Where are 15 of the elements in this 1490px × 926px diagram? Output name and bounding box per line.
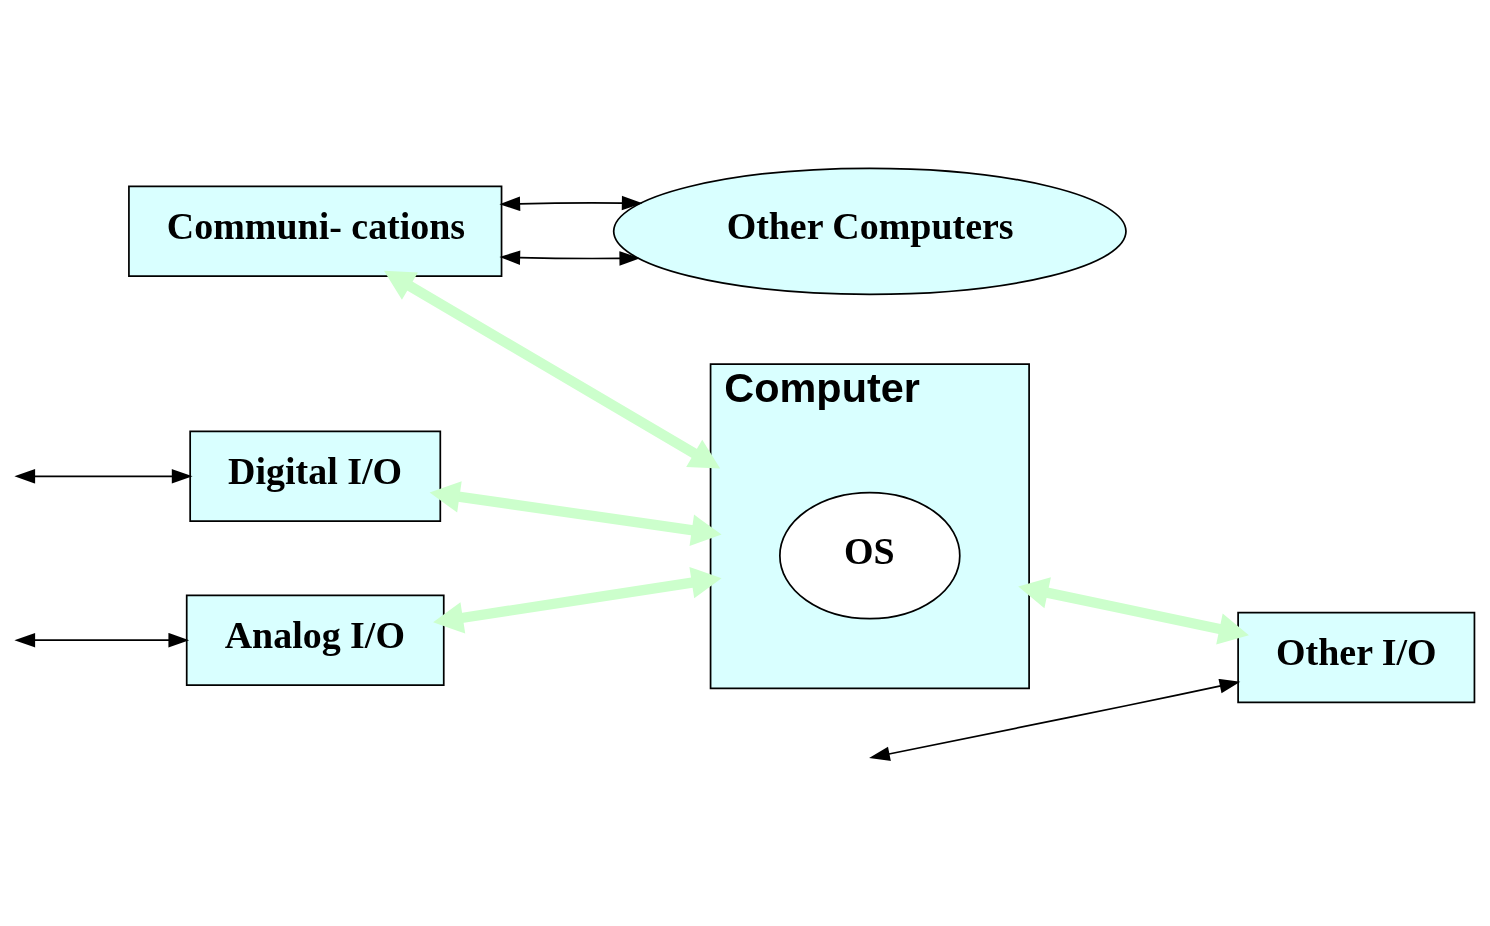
node-ellipse: OS <box>779 491 961 620</box>
arrow <box>14 469 193 484</box>
arrow <box>869 678 1241 761</box>
node-ellipse: Other Computers <box>612 167 1127 296</box>
arrow <box>384 270 721 469</box>
node-box: Digital I/O <box>189 430 442 522</box>
arrow <box>499 195 643 211</box>
node-box: Communi- cations <box>128 185 503 278</box>
arrow <box>499 250 641 266</box>
arrow <box>14 632 190 648</box>
arrow <box>433 567 722 634</box>
node-box: Other I/O <box>1237 611 1476 704</box>
arrow <box>429 481 722 546</box>
arrow <box>1018 577 1249 645</box>
node-box: Analog I/O <box>185 594 445 686</box>
